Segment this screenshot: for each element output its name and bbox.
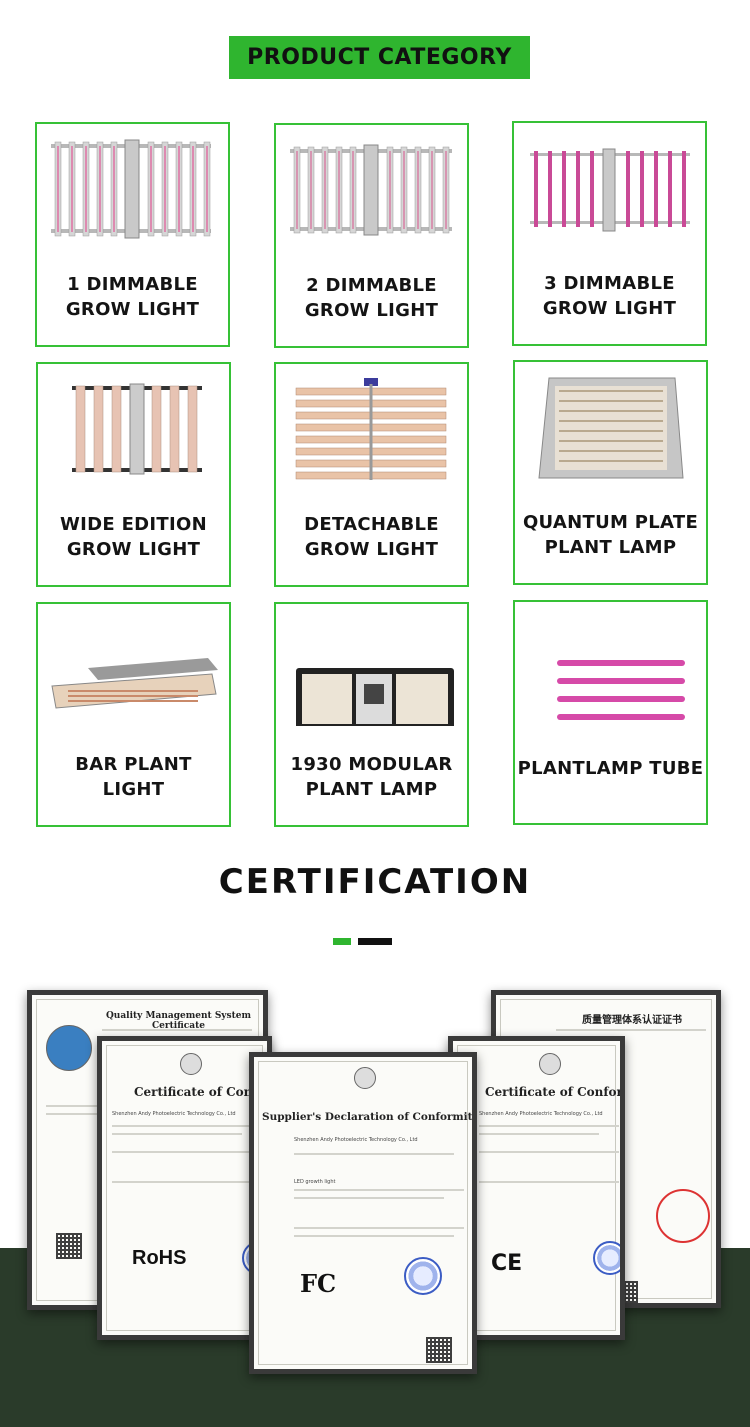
- product-label: 2 DIMMABLE GROW LIGHT: [304, 275, 439, 321]
- product-card-quantum-plate[interactable]: QUANTUM PLATE PLANT LAMP: [513, 360, 708, 585]
- product-label: QUANTUM PLATE PLANT LAMP: [522, 512, 699, 558]
- blue-seal-icon: [593, 1241, 620, 1275]
- plantlamp-tube-image: [557, 660, 685, 720]
- product-card-1-dimmable[interactable]: 1 DIMMABLE GROW LIGHT: [35, 122, 230, 347]
- product-label: DETACHABLE GROW LIGHT: [304, 514, 439, 560]
- qr-code-icon: [426, 1337, 452, 1363]
- product-category-title: PRODUCT CATEGORY: [247, 45, 512, 70]
- fcc-mark: FC: [300, 1269, 337, 1298]
- product-card-wide-edition[interactable]: WIDE EDITION GROW LIGHT: [36, 362, 231, 587]
- quantum-plate-lamp-image: [538, 377, 684, 479]
- multi-bar-grow-light-image: [51, 139, 211, 239]
- coc-certificate-rohs[interactable]: Certificate of Conformity Shenzhen Andy …: [97, 1036, 272, 1340]
- red-seal-icon: [656, 1189, 710, 1243]
- wide-grow-light-image: [72, 383, 202, 475]
- supplier-declaration-fcc[interactable]: Supplier's Declaration of Conformity She…: [249, 1052, 477, 1374]
- product-card-2-dimmable[interactable]: 2 DIMMABLE GROW LIGHT: [274, 123, 469, 348]
- coc-right-title: Certificate of Conformity: [485, 1085, 623, 1099]
- rohs-mark: RoHS: [132, 1247, 187, 1269]
- qms-title: Quality Management System Certificate: [105, 1011, 252, 1031]
- bar-plant-light-image: [51, 658, 218, 709]
- product-category-banner: PRODUCT CATEGORY: [229, 36, 530, 79]
- title-underline-green: [333, 938, 351, 945]
- blue-seal-icon: [404, 1257, 442, 1295]
- coc-left-title: Certificate of Conformity: [134, 1085, 267, 1099]
- product-card-bar-plant-light[interactable]: BAR PLANT LIGHT: [36, 602, 231, 827]
- product-card-3-dimmable[interactable]: 3 DIMMABLE GROW LIGHT: [512, 121, 707, 346]
- product-label: WIDE EDITION GROW LIGHT: [60, 514, 207, 560]
- title-underline-black: [358, 938, 392, 945]
- product-card-detachable[interactable]: DETACHABLE GROW LIGHT: [274, 362, 469, 587]
- product-label: 3 DIMMABLE GROW LIGHT: [542, 273, 677, 319]
- multi-bar-grow-light-image: [530, 148, 690, 232]
- sdoc-title: Supplier's Declaration of Conformity: [262, 1111, 477, 1123]
- product-card-plantlamp-tube[interactable]: PLANTLAMP TUBE: [513, 600, 708, 825]
- certifier-seal-icon: [539, 1053, 561, 1075]
- product-label: PLANTLAMP TUBE: [517, 758, 704, 779]
- qms-cn-title: 质量管理体系认证证书: [582, 1015, 682, 1026]
- certifier-seal-icon: [180, 1053, 202, 1075]
- modular-plant-lamp-image: [296, 668, 454, 726]
- qr-code-icon: [56, 1233, 82, 1259]
- product-label: 1930 MODULAR PLANT LAMP: [290, 754, 453, 800]
- product-label: BAR PLANT LIGHT: [75, 754, 192, 800]
- ce-mark: CE: [491, 1251, 523, 1276]
- certification-title: CERTIFICATION: [218, 862, 532, 902]
- detachable-grow-light-image: [295, 378, 447, 480]
- product-card-1930-modular[interactable]: 1930 MODULAR PLANT LAMP: [274, 602, 469, 827]
- certifier-seal-icon: [354, 1067, 376, 1089]
- certifier-logo-icon: [46, 1025, 92, 1071]
- product-label: 1 DIMMABLE GROW LIGHT: [65, 274, 200, 320]
- multi-bar-grow-light-image: [290, 144, 452, 236]
